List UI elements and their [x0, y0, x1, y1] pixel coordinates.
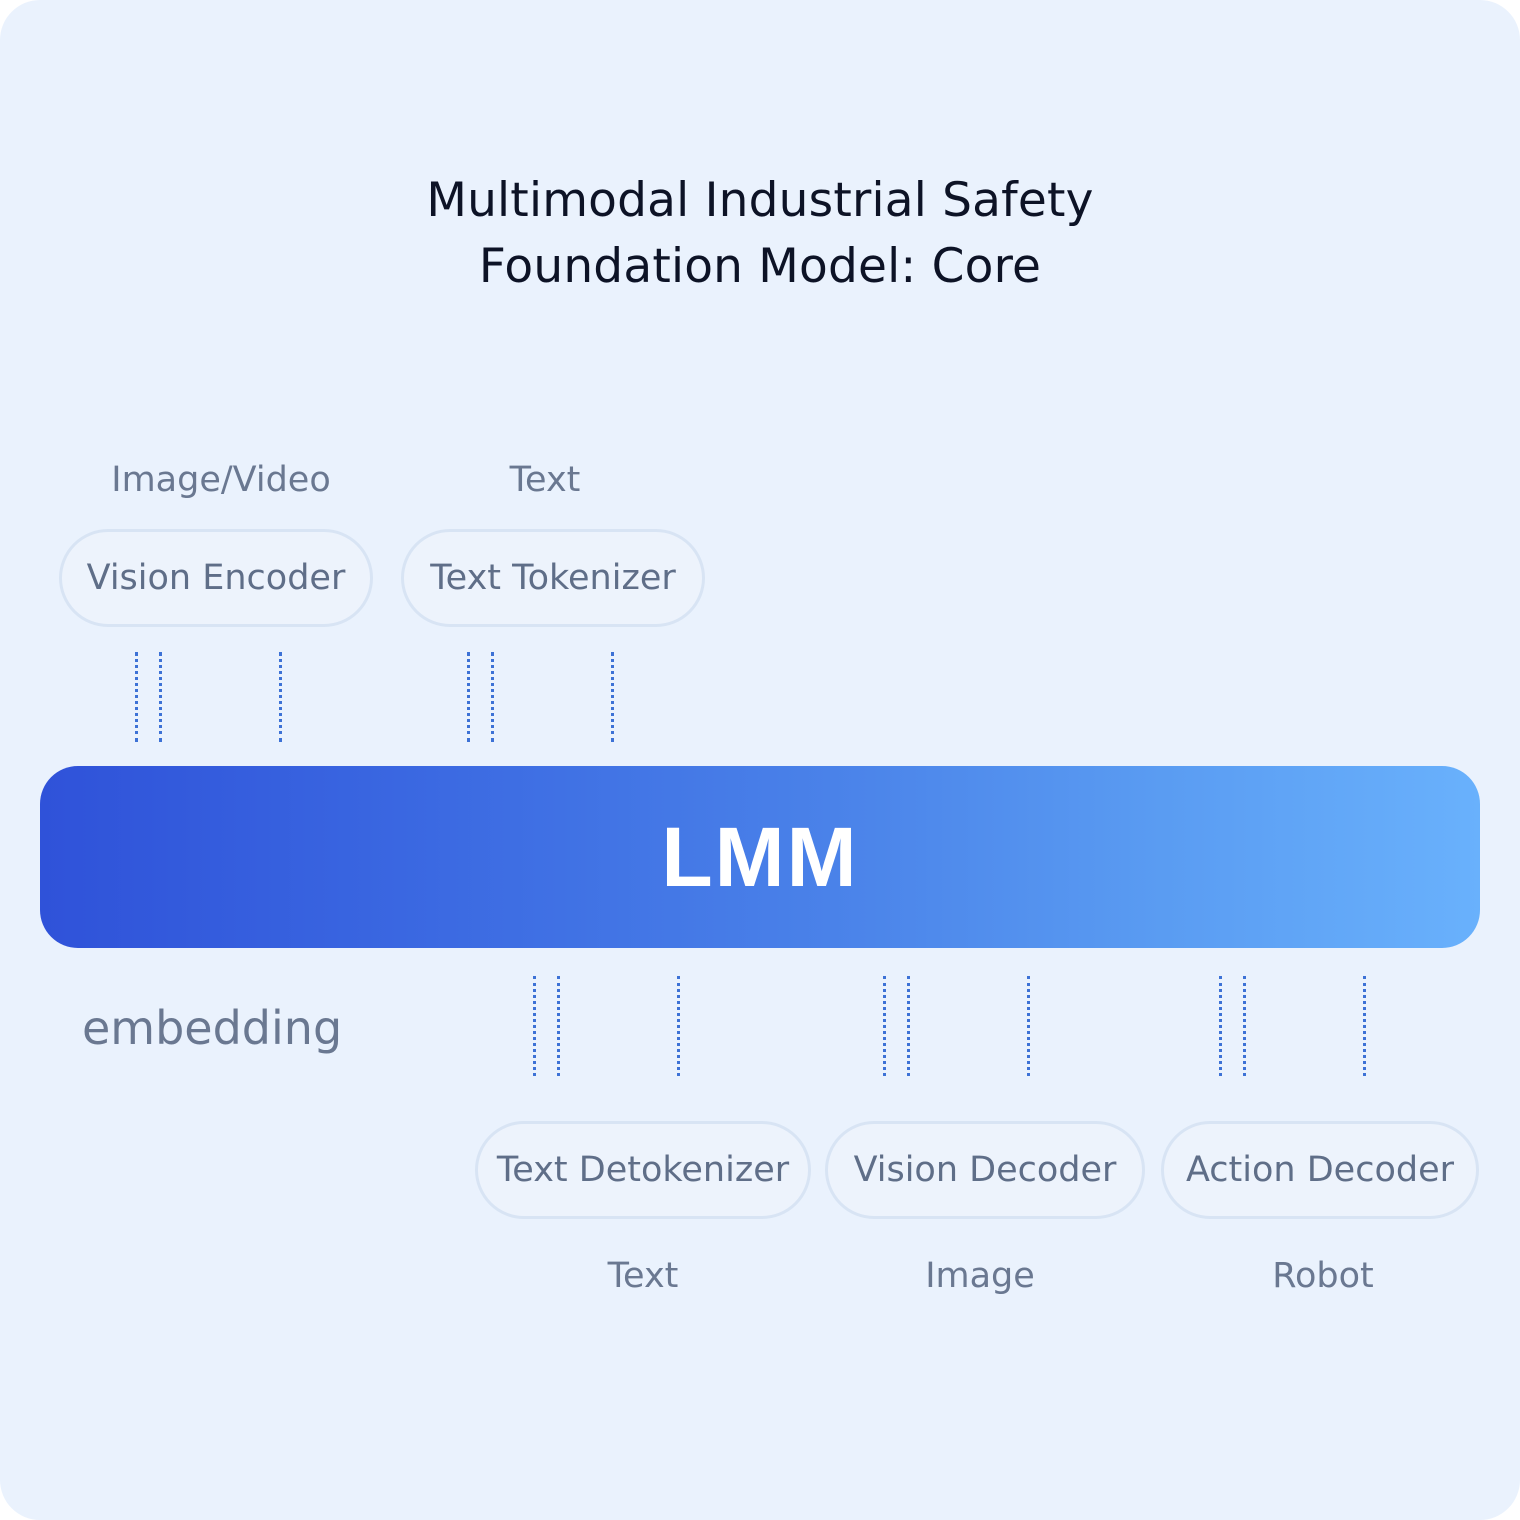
lmm-core-block: LMM [40, 766, 1480, 948]
output-connector [557, 976, 560, 1076]
input-connector [467, 652, 470, 742]
title-line-1: Multimodal Industrial Safety [426, 173, 1094, 228]
vision-encoder-box: Vision Encoder [59, 529, 373, 627]
input-connector [135, 652, 138, 742]
input-connector [279, 652, 282, 742]
title-line-2: Foundation Model: Core [478, 239, 1042, 294]
lmm-label: LMM [661, 809, 859, 904]
output-connector [907, 976, 910, 1076]
output-connector [677, 976, 680, 1076]
vision-encoder-label: Vision Encoder [86, 558, 346, 598]
text-detokenizer-box: Text Detokenizer [475, 1121, 811, 1219]
diagram-title: Multimodal Industrial Safety Foundation … [0, 168, 1520, 300]
output-connector [1363, 976, 1366, 1076]
output-connector [883, 976, 886, 1076]
output-connector [1027, 976, 1030, 1076]
output-label-robot: Robot [1272, 1256, 1374, 1296]
output-label-image: Image [925, 1256, 1035, 1296]
action-decoder-box: Action Decoder [1161, 1121, 1479, 1219]
action-decoder-label: Action Decoder [1185, 1150, 1455, 1190]
output-connector [1219, 976, 1222, 1076]
input-connector [611, 652, 614, 742]
input-connector [159, 652, 162, 742]
embedding-label: embedding [82, 1001, 343, 1055]
output-connector [533, 976, 536, 1076]
text-detokenizer-label: Text Detokenizer [496, 1150, 790, 1190]
output-connector [1243, 976, 1246, 1076]
output-label-text: Text [607, 1256, 679, 1296]
input-connector [491, 652, 494, 742]
vision-decoder-box: Vision Decoder [825, 1121, 1145, 1219]
input-label-text: Text [509, 460, 581, 500]
vision-decoder-label: Vision Decoder [853, 1150, 1117, 1190]
text-tokenizer-box: Text Tokenizer [401, 529, 705, 627]
text-tokenizer-label: Text Tokenizer [430, 558, 676, 598]
input-label-image-video: Image/Video [111, 460, 331, 500]
